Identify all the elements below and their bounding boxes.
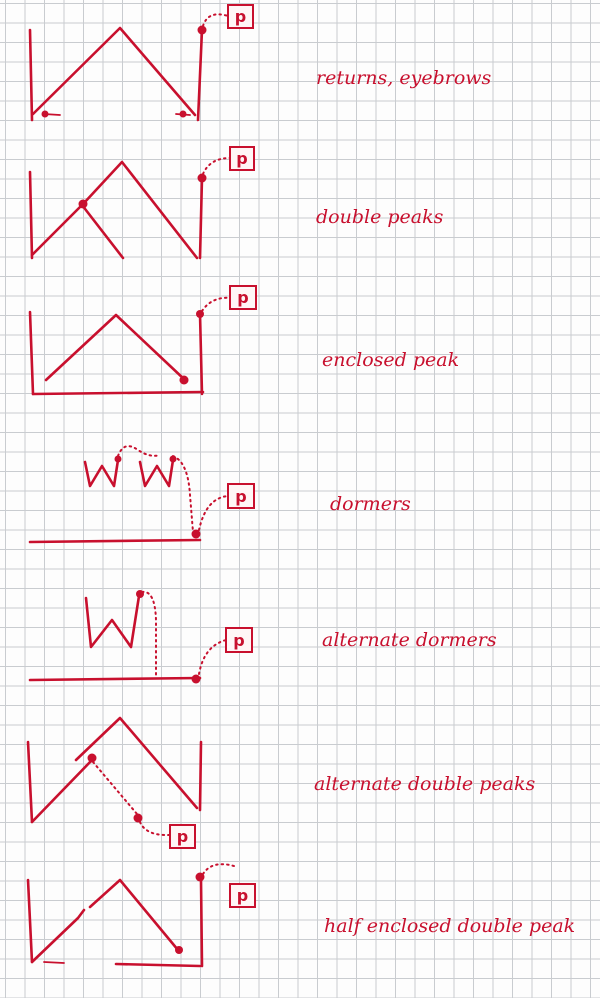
label-alternate-dormers: alternate dormers xyxy=(322,629,497,651)
p-marker-label: p xyxy=(235,487,246,506)
row-dormers: p dormers xyxy=(28,445,411,544)
sketch-enclosed-peak xyxy=(28,296,233,396)
label-double-peaks: double peaks xyxy=(316,206,444,228)
label-enclosed-peak: enclosed peak xyxy=(322,349,459,371)
sketch-returns-eyebrows xyxy=(28,13,229,122)
p-marker: p xyxy=(227,483,255,509)
p-marker: p xyxy=(227,4,254,29)
p-marker-label: p xyxy=(236,149,247,168)
p-marker: p xyxy=(169,824,196,849)
sketch-dormers xyxy=(28,445,229,544)
row-alternate-double-peaks: p alternate double peaks xyxy=(26,716,535,849)
sketch-half-enclosed-double-peak xyxy=(26,863,235,968)
p-marker-label: p xyxy=(235,7,246,26)
sketch-alternate-dormers xyxy=(28,590,227,684)
row-double-peaks: p double peaks xyxy=(28,146,444,260)
sketch-alternate-double-peaks xyxy=(26,716,203,837)
p-marker-label: p xyxy=(237,288,248,307)
sketch-double-peaks xyxy=(28,157,231,260)
row-half-enclosed-double-peak: p half enclosed double peak xyxy=(26,863,575,968)
label-dormers: dormers xyxy=(330,493,411,515)
p-marker-label: p xyxy=(177,827,188,846)
label-returns-eyebrows: returns, eyebrows xyxy=(316,67,492,89)
row-returns-eyebrows: p returns, eyebrows xyxy=(28,4,492,122)
p-marker-label: p xyxy=(237,886,248,905)
p-marker: p xyxy=(229,285,257,310)
label-alternate-double-peaks: alternate double peaks xyxy=(314,773,535,795)
p-marker: p xyxy=(229,883,256,908)
p-marker: p xyxy=(225,627,253,653)
p-marker-label: p xyxy=(233,631,244,650)
row-enclosed-peak: p enclosed peak xyxy=(28,285,459,396)
label-half-enclosed-double-peak: half enclosed double peak xyxy=(324,915,575,937)
p-marker: p xyxy=(229,146,255,171)
row-alternate-dormers: p alternate dormers xyxy=(28,590,497,684)
